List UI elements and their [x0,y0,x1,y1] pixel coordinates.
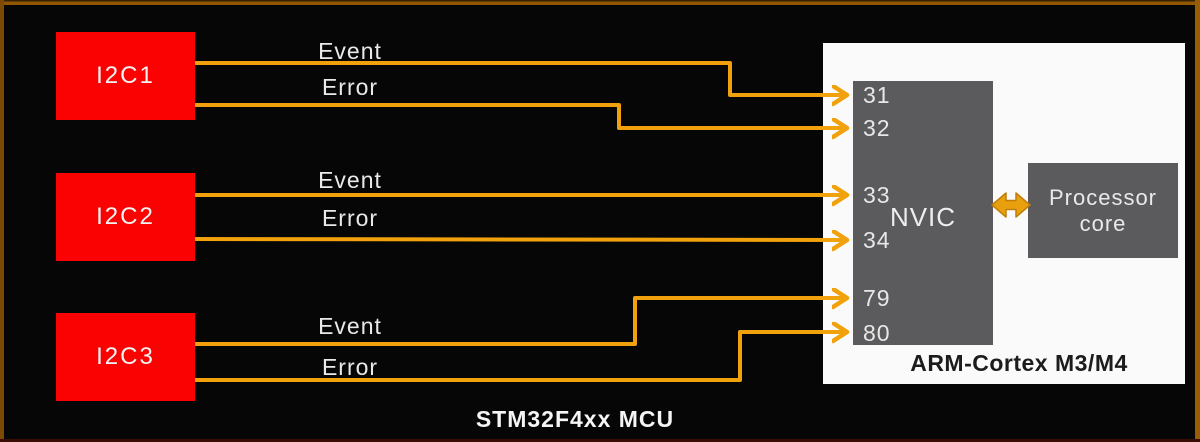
frame-border-left [0,0,4,442]
i2c3-label: I2C3 [96,343,155,370]
nvic-label: NVIC [889,202,957,232]
nvic-block: 31 32 33 34 79 80 NVIC [853,81,993,345]
i2c2-error-wire [194,239,846,240]
frame-border-right [1195,0,1200,442]
irq-number-32: 32 [863,115,891,141]
irq-number-34: 34 [863,227,891,253]
frame-border-top [0,0,1200,5]
processor-core-block: Processor core [1028,163,1178,258]
diagram-title: STM32F4xx MCU [475,406,675,432]
i2c2-block: I2C2 [56,173,195,261]
irq-number-79: 79 [863,285,891,311]
i2c3-event-label: Event [318,313,382,339]
i2c1-label: I2C1 [96,62,155,89]
i2c1-error-wire [195,103,846,128]
i2c1-block: I2C1 [56,32,195,120]
i2c3-error-label: Error [321,354,379,380]
processor-core-label-line1: Processor [1048,184,1158,210]
irq-number-33: 33 [863,182,891,208]
i2c2-error-label: Error [321,205,379,231]
frame-border-bottom [0,439,1200,442]
irq-number-80: 80 [863,320,891,346]
irq-number-31: 31 [863,82,891,108]
i2c3-block: I2C3 [56,313,195,401]
i2c1-event-label: Event [318,38,382,64]
i2c2-label: I2C2 [96,203,155,230]
arm-cortex-caption: ARM-Cortex M3/M4 [910,350,1128,376]
i2c2-event-label: Event [318,167,382,193]
i2c1-error-label: Error [321,74,379,100]
processor-core-label-line2: core [1079,210,1127,236]
